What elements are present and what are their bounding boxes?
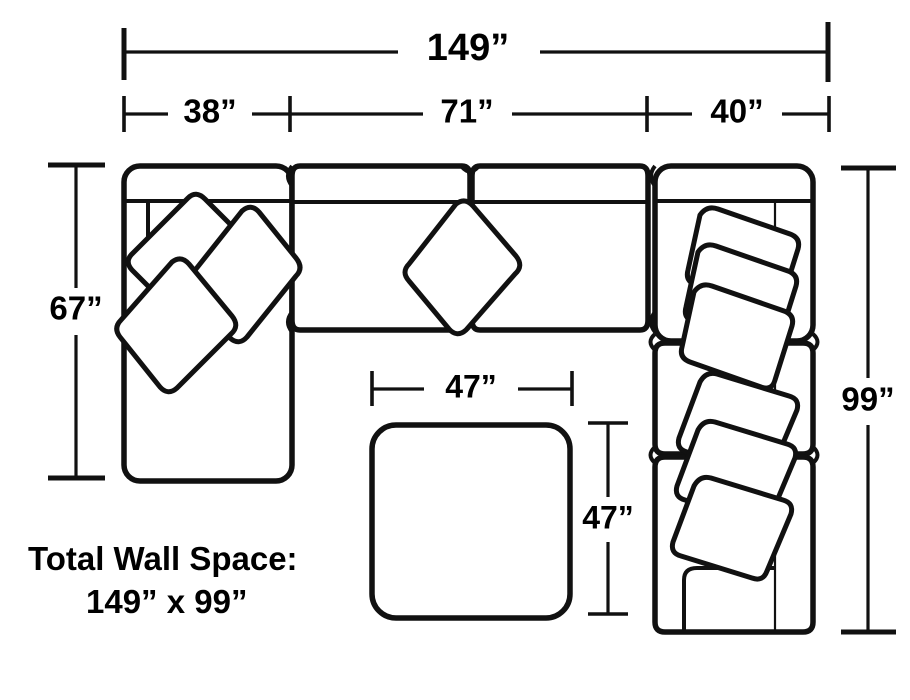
dimension-overall-width	[121, 22, 831, 82]
dimension-segment-middle-label: 71”	[440, 93, 493, 130]
dimension-segment-right-label: 40”	[710, 93, 763, 130]
dimension-right-depth-label: 99”	[841, 381, 894, 418]
left-middle-seam	[286, 164, 294, 334]
dimension-left-depth-label: 67”	[49, 290, 102, 327]
dimension-ottoman-depth	[588, 421, 628, 616]
ottoman	[369, 422, 573, 621]
dimension-right-depth	[841, 165, 896, 635]
middle-corner-seam	[649, 164, 657, 334]
right-bottom-pillow	[669, 474, 795, 582]
dimension-left-depth	[48, 162, 105, 481]
left-chaise-pillows	[114, 191, 303, 395]
dimension-segment-left-label: 38”	[183, 93, 236, 130]
right-column-seams	[648, 332, 820, 465]
dimension-segments	[122, 96, 831, 132]
middle-pillow	[402, 198, 523, 337]
dimension-overall-width-label: 149”	[427, 27, 509, 69]
dimension-ottoman-width-label: 47”	[445, 368, 497, 404]
right-corner-pillows	[678, 205, 802, 391]
total-wall-space-label: Total Wall Space:	[28, 540, 298, 577]
total-wall-space-value: 149” x 99”	[86, 583, 247, 620]
dimension-ottoman-width	[370, 371, 574, 406]
dimension-ottoman-depth-label: 47”	[582, 499, 634, 535]
